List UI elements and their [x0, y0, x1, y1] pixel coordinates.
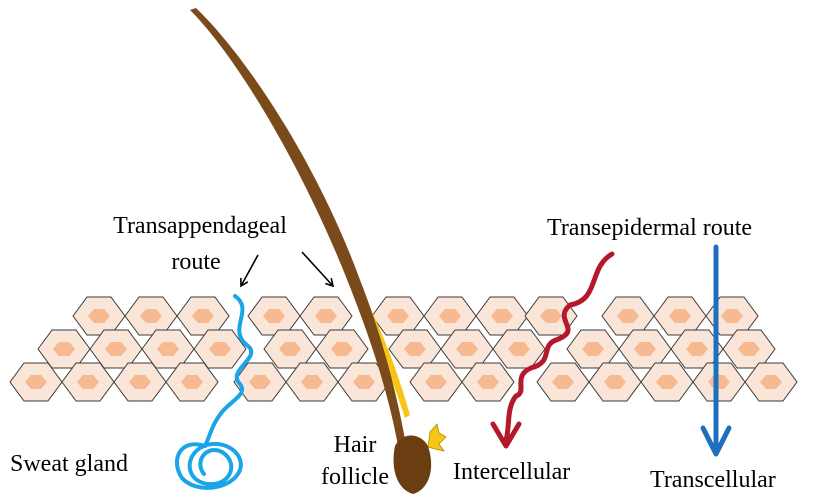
- transappendageal-label: Transappendageal: [84, 214, 316, 238]
- transepidermal-label: Transepidermal route: [547, 216, 752, 240]
- transappendageal-route-label: route: [156, 250, 236, 274]
- sebaceous-gland-lobe: [428, 424, 446, 451]
- routes-overlay: [177, 8, 729, 494]
- hair-label: Hair: [320, 433, 390, 457]
- follicle-label: follicle: [309, 465, 401, 489]
- intercellular-label: Intercellular: [453, 460, 570, 484]
- sweat-gland-coil: [177, 444, 241, 488]
- pointer-arrow-hair: [302, 252, 333, 286]
- skin-cell-layer: [10, 297, 797, 401]
- sweat-gland-label: Sweat gland: [10, 452, 128, 476]
- pointer-arrow-sweat: [241, 255, 258, 286]
- transcellular-label: Transcellular: [650, 468, 776, 492]
